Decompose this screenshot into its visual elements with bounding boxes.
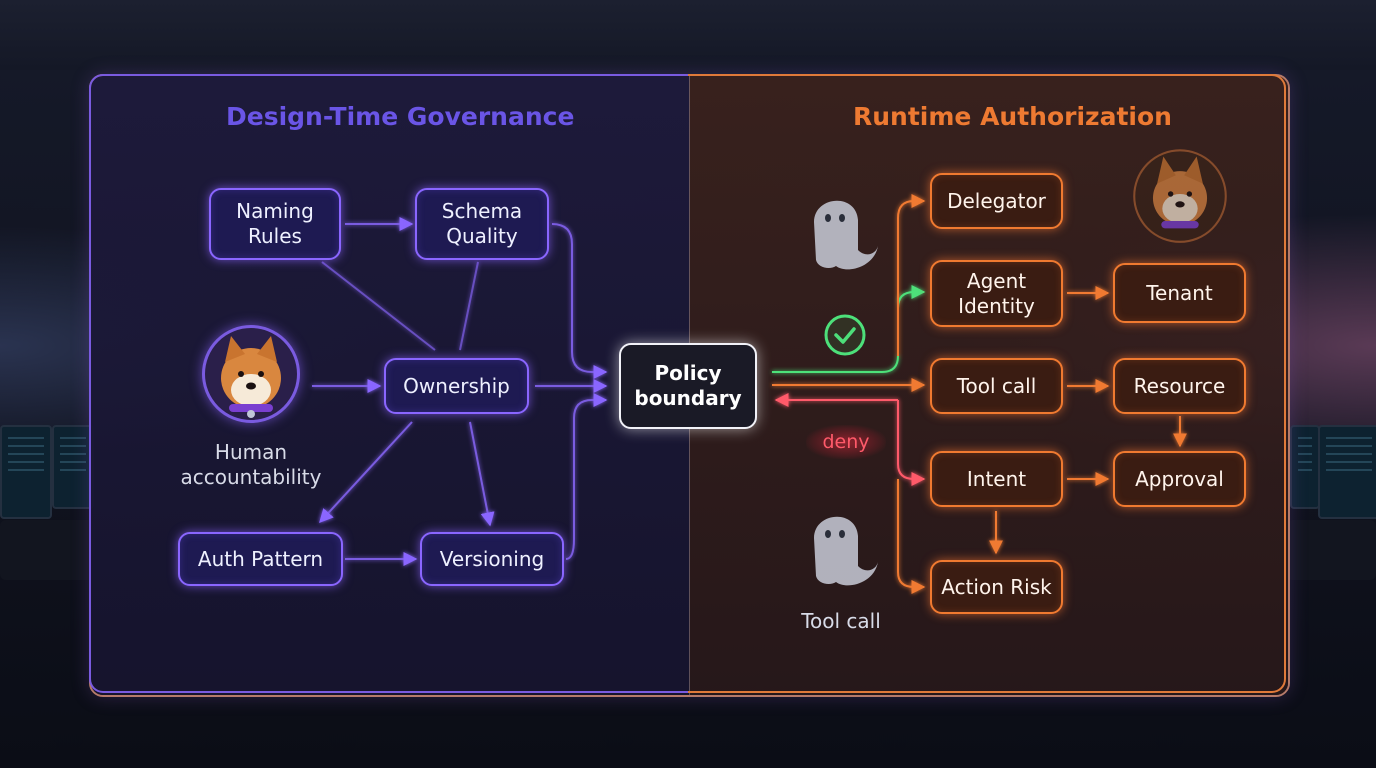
node-intent[interactable]: Intent xyxy=(930,451,1063,507)
shiba-avatar-faded xyxy=(1132,142,1228,246)
line-naming-ownership xyxy=(321,261,436,351)
deny-badge: deny xyxy=(806,425,886,459)
line-schema-ownership xyxy=(459,261,479,351)
arrow-actionrisk-branch xyxy=(897,479,926,594)
tool-call-caption: Tool call xyxy=(801,609,881,633)
right-monitor-2 xyxy=(1290,425,1320,509)
check-icon xyxy=(824,314,866,356)
node-resource[interactable]: Resource xyxy=(1113,358,1246,414)
node-action-risk[interactable]: Action Risk xyxy=(930,560,1063,614)
node-delegator[interactable]: Delegator xyxy=(930,173,1063,229)
ghost-icon xyxy=(814,200,878,270)
arrow-delegator-branch xyxy=(897,194,926,356)
left-monitor-2 xyxy=(52,425,94,509)
design-time-title: Design-Time Governance xyxy=(226,102,575,131)
right-desk xyxy=(1286,520,1376,580)
arrow-schema-policy xyxy=(551,223,608,379)
left-desk xyxy=(0,520,95,580)
human-accountability-label: Human accountability xyxy=(180,440,322,489)
node-auth-pattern[interactable]: Auth Pattern xyxy=(178,532,343,586)
node-tenant[interactable]: Tenant xyxy=(1113,263,1246,323)
node-versioning[interactable]: Versioning xyxy=(420,532,564,586)
ceiling xyxy=(0,0,1376,70)
arrow-ownership-versioning xyxy=(469,421,495,527)
arrow-deny-intent xyxy=(897,400,926,486)
node-ownership[interactable]: Ownership xyxy=(384,358,529,414)
runtime-title: Runtime Authorization xyxy=(853,102,1172,131)
node-approval[interactable]: Approval xyxy=(1113,451,1246,507)
arrow-ownership-auth xyxy=(319,421,413,524)
shiba-avatar xyxy=(202,325,300,423)
left-monitor xyxy=(0,425,52,519)
arrow-versioning-policy xyxy=(565,393,608,560)
node-tool-call[interactable]: Tool call xyxy=(930,358,1063,414)
ghost-icon-lower xyxy=(814,516,878,586)
right-monitor xyxy=(1318,425,1376,519)
